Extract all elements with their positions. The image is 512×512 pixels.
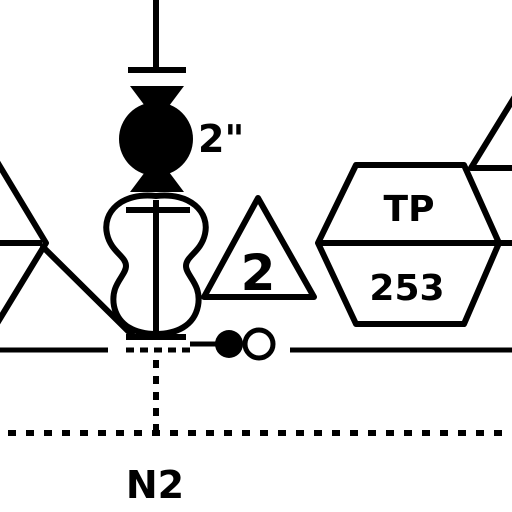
left-partial-triangle	[0, 160, 49, 325]
tp-top-label: TP	[384, 189, 435, 230]
line-size-label: 2	[241, 244, 276, 302]
line-name-label: N2	[126, 463, 184, 507]
tp-hexagon	[315, 162, 502, 327]
tp-bottom-label: 253	[369, 268, 444, 309]
open-circle-icon	[242, 327, 276, 361]
valve-size-label: 2"	[198, 117, 244, 161]
line-size-triangle	[201, 195, 317, 300]
filled-circle-icon	[215, 330, 243, 358]
valve-symbol	[119, 86, 193, 192]
right-partial-triangle	[468, 95, 512, 171]
